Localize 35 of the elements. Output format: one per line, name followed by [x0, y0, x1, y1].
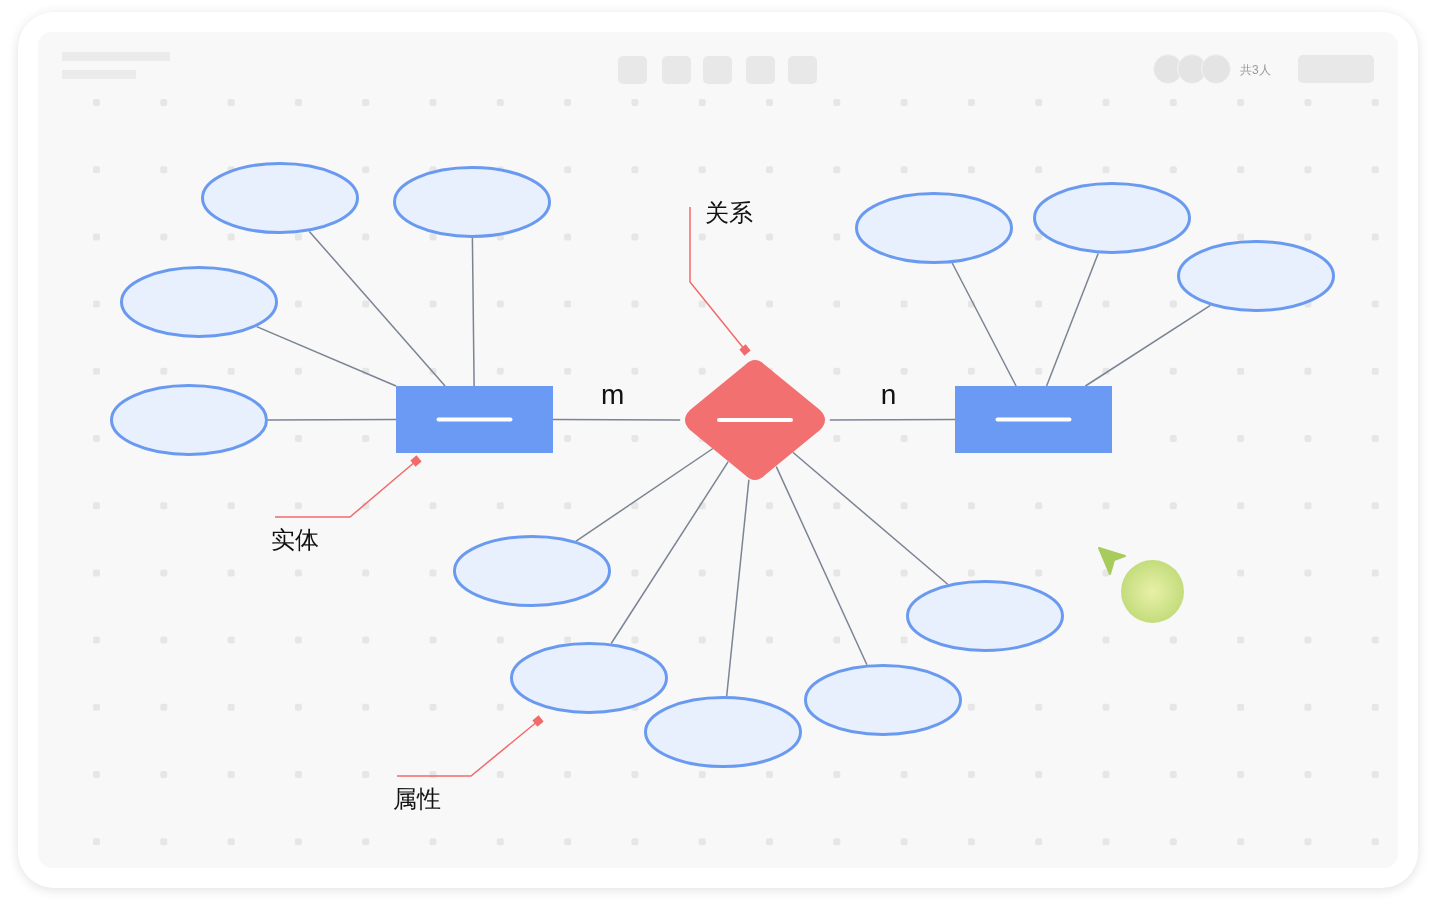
connector-line	[792, 451, 949, 586]
connector-line	[255, 325, 397, 387]
entity-box	[955, 386, 1112, 453]
connector-line	[471, 237, 475, 387]
attribute-ellipse	[510, 642, 668, 714]
attribute-ellipse	[453, 535, 611, 607]
attribute-ellipse	[393, 166, 551, 238]
callout-label: 实体	[271, 517, 319, 555]
connector-line	[951, 262, 1017, 387]
attribute-ellipse	[1033, 182, 1191, 254]
attribute-ellipse	[110, 384, 268, 456]
attribute-ellipse	[1177, 240, 1335, 312]
connector-line	[610, 460, 729, 645]
callout-label: 属性	[393, 776, 441, 814]
member-count: 共3人	[1240, 62, 1271, 78]
connector-line	[1084, 304, 1212, 387]
connector-line	[308, 230, 446, 387]
attribute-ellipse	[644, 696, 802, 768]
attribute-ellipse	[201, 162, 359, 234]
connector-line	[575, 447, 714, 542]
leader-line	[274, 455, 422, 518]
connector-line	[267, 418, 397, 421]
connector-line	[829, 418, 956, 421]
leader-line	[396, 715, 544, 777]
connector-line	[725, 478, 750, 697]
connector-line	[775, 465, 868, 666]
connector-line	[552, 418, 681, 421]
attribute-ellipse	[804, 664, 962, 736]
connector-line	[1045, 252, 1099, 387]
attribute-ellipse	[906, 580, 1064, 652]
attribute-ellipse	[855, 192, 1013, 264]
leader-line	[689, 206, 751, 356]
entity-box	[396, 386, 553, 453]
callout-label: 关系	[690, 198, 753, 228]
attribute-ellipse	[120, 266, 278, 338]
